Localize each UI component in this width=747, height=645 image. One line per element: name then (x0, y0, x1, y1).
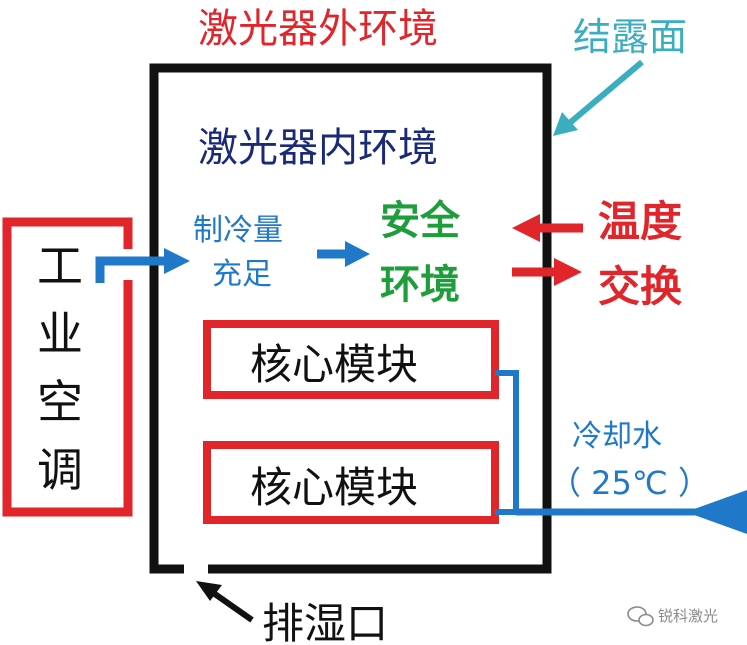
cold-air-arrow (95, 248, 190, 283)
cooling-water-label: 冷却水 (572, 419, 662, 454)
safe-environment-label-line2: 环境 (380, 262, 460, 308)
condensation-surface-label: 结露面 (573, 15, 687, 59)
temp-exchange-in-arrow (512, 214, 583, 242)
dehumidify-port-label: 排湿口 (262, 599, 388, 645)
to-safe-env-arrow (317, 241, 370, 267)
industrial-ac-char-3: 空 (37, 375, 83, 429)
temp-exchange-out-arrow (512, 258, 582, 286)
temp-exchange-label-line2: 交换 (598, 262, 682, 311)
inner-environment-label: 激光器内环境 (198, 125, 438, 171)
temp-exchange-label-line1: 温度 (598, 197, 682, 246)
cooling-water-temp-label: （ 25℃ ） (549, 464, 710, 502)
core-module-box-2 (203, 441, 499, 524)
wechat-icon (627, 606, 654, 627)
core-module-label-2: 核心模块 (250, 463, 418, 512)
condensation-arrow (553, 59, 644, 136)
cooling-sufficient-label-line2: 充足 (212, 257, 272, 292)
industrial-ac-char-1: 工 (37, 239, 83, 293)
safe-environment-label-line1: 安全 (380, 198, 461, 244)
core-module-label-1: 核心模块 (250, 340, 418, 389)
industrial-ac-char-2: 业 (37, 307, 83, 361)
cooling-sufficient-label-line1: 制冷量 (193, 213, 283, 248)
dehumidify-arrow (196, 581, 254, 623)
industrial-ac-char-4: 调 (37, 443, 83, 497)
industrial-ac-box (2, 217, 133, 517)
watermark-label: 锐科激光 (658, 607, 718, 625)
laser-enclosure (149, 63, 552, 574)
cooling-water-pipe (495, 370, 747, 534)
core-module-box-1 (203, 320, 499, 399)
outer-environment-label: 激光器外环境 (198, 6, 438, 52)
